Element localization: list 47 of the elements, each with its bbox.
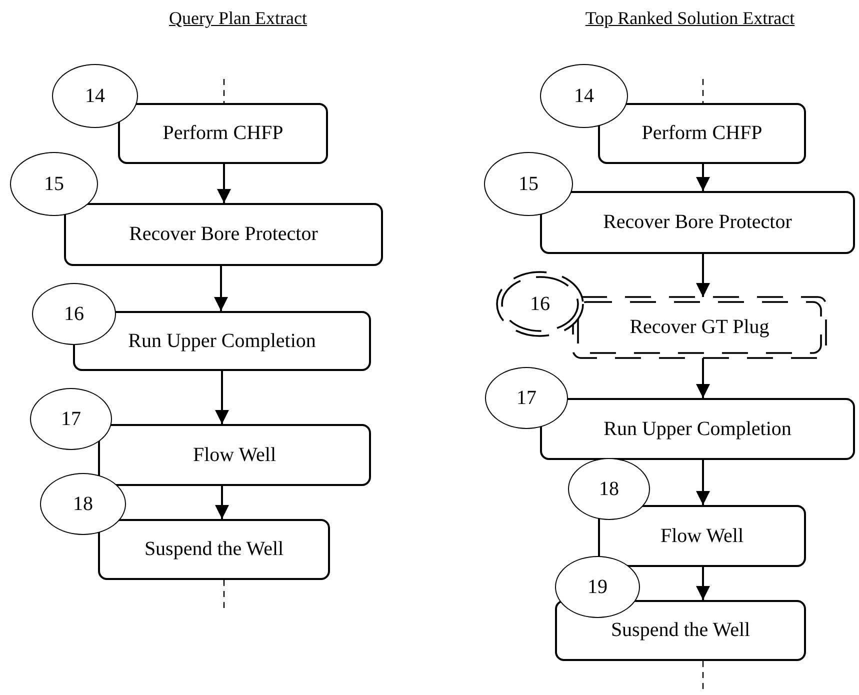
arrow — [696, 254, 710, 297]
arrow — [217, 164, 231, 203]
arrow — [696, 567, 710, 600]
step-number: 19 — [588, 576, 608, 598]
arrow — [214, 266, 228, 311]
process-box — [598, 505, 806, 567]
process-box — [540, 191, 855, 254]
step-number: 18 — [599, 478, 619, 500]
step-label: Recover Bore Protector — [603, 211, 792, 234]
process-box — [540, 398, 855, 460]
step-label: Recover GT Plug — [630, 316, 770, 339]
step-label: Run Upper Completion — [604, 418, 792, 440]
step-number: 15 — [518, 172, 538, 196]
step-number: 16 — [530, 292, 550, 316]
dashed-connector — [702, 79, 704, 103]
step-number: 18 — [73, 492, 93, 516]
arrow — [696, 358, 710, 398]
step-label: Flow Well — [660, 524, 744, 548]
dashed-connector — [223, 79, 225, 103]
step-number: 14 — [574, 84, 594, 108]
step-label: Perform CHFP — [642, 122, 762, 145]
column-heading: Top Ranked Solution Extract — [585, 8, 795, 29]
arrow — [215, 371, 229, 424]
arrow — [215, 486, 229, 519]
step-label: Recover Bore Protector — [129, 223, 318, 246]
process-box — [598, 103, 806, 164]
arrow — [696, 460, 710, 505]
step-label: Perform CHFP — [162, 122, 284, 145]
step-label: Suspend the Well — [610, 619, 750, 642]
process-box — [118, 103, 328, 164]
step-label: Flow Well — [192, 444, 276, 466]
step-number: 16 — [64, 302, 84, 326]
step-number: 15 — [44, 172, 64, 196]
dashed-connector — [223, 580, 225, 610]
step-label: Run Upper Completion — [128, 330, 316, 352]
process-box — [555, 600, 806, 661]
dashed-process-box — [573, 297, 826, 358]
step-number: 17 — [516, 386, 536, 410]
arrow — [696, 164, 710, 191]
column-heading: Query Plan Extract — [169, 8, 307, 29]
process-box — [98, 424, 371, 486]
step-label: Suspend the Well — [144, 538, 284, 561]
step-number: 14 — [85, 84, 105, 108]
process-box — [98, 519, 330, 580]
process-box — [64, 203, 383, 266]
dashed-connector — [702, 661, 704, 691]
step-number: 17 — [61, 408, 81, 430]
